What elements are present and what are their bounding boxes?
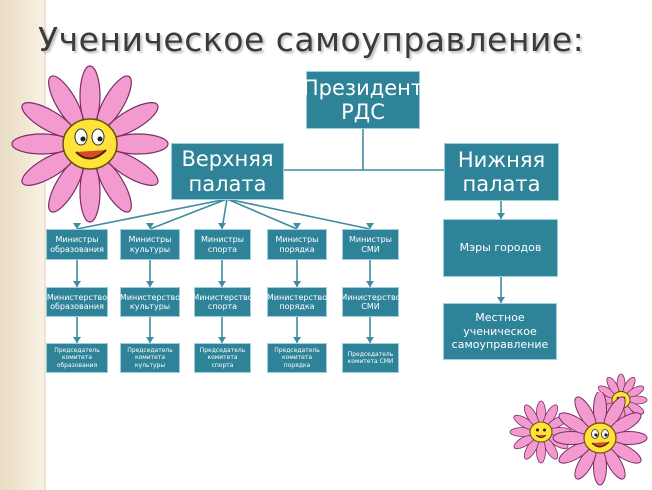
ministers-order-box: Министры порядка — [267, 229, 327, 260]
chair-culture-box: Председатель комитета культуры — [120, 343, 180, 373]
ministry-education-box: Министерство образования — [46, 287, 108, 317]
ministers-culture-box: Министры культуры — [120, 229, 180, 260]
flower-cartoon-medium-right — [552, 392, 648, 486]
left-decor-stripe — [0, 0, 44, 490]
slide-title: Ученическое самоуправление: — [38, 20, 585, 59]
lower-chamber-box: Нижняя палата — [444, 143, 559, 201]
ministry-culture-box: Министерство культуры — [120, 287, 180, 317]
ministers-media-box: Министры СМИ — [342, 229, 399, 260]
flower-cartoon-large — [11, 65, 169, 223]
ministry-media-box: Министерство СМИ — [340, 287, 401, 317]
mayors-box: Мэры городов — [443, 219, 558, 277]
upper-chamber-box: Верхняя палата — [171, 143, 284, 200]
chair-media-box: Председатель комитета СМИ — [342, 343, 399, 373]
upper-to-ministers-culture — [149, 198, 228, 230]
ministry-sport-box: Министерство спорта — [192, 287, 253, 317]
chair-order-box: Председатель комитета порядка — [267, 343, 327, 373]
ministers-sport-box: Министры спорта — [194, 229, 251, 260]
president-box: Президент РДС — [303, 71, 423, 129]
upper-to-ministers-media — [226, 198, 371, 230]
upper-to-ministers-order — [226, 198, 298, 230]
chair-education-box: Председатель комитета образования — [46, 343, 108, 373]
upper-to-ministers-edu — [76, 198, 228, 230]
ministers-education-box: Министры образования — [46, 229, 108, 260]
left-decor-edge — [44, 0, 46, 490]
flower-cartoon-small-left — [509, 400, 573, 464]
ministry-order-box: Министерство порядка — [267, 287, 327, 317]
local-government-box: Местное ученическое самоуправление — [443, 303, 557, 360]
chair-sport-box: Председатель комитета спорта — [194, 343, 251, 373]
